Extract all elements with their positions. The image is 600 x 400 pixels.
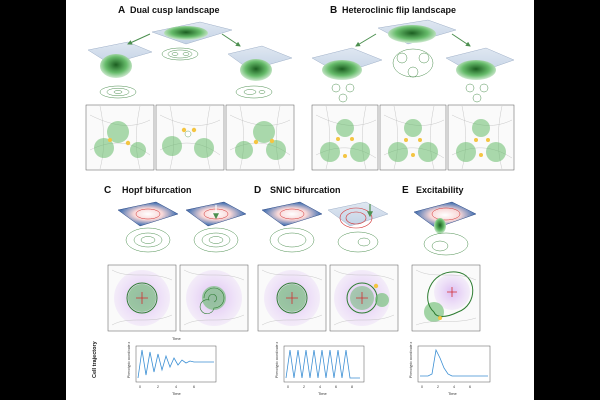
panel-d-x-tick-4: 4 <box>319 385 321 389</box>
panel-a-title: Dual cusp landscape <box>130 5 220 15</box>
panel-c-landscape-1 <box>117 201 179 253</box>
panel-e-x-axis-label: Time <box>448 391 458 396</box>
panel-e-phase-portrait <box>411 264 481 332</box>
panel-c-letter: C <box>104 185 111 196</box>
panel-e-x-tick-6: 6 <box>469 385 471 389</box>
panel-e-y-axis-label: Phenotypic coordinate x <box>409 342 413 378</box>
panel-e-title: Excitability <box>416 185 464 195</box>
panel-b-arrow-right <box>451 33 471 47</box>
panel-c-x-tick-2: 2 <box>157 385 159 389</box>
panel-c-phase-portrait-2 <box>179 264 249 332</box>
panel-e-x-tick-0: 0 <box>421 385 423 389</box>
panel-d-x-tick-0: 0 <box>287 385 289 389</box>
panel-a-letter: A <box>118 5 125 16</box>
panel-c-landscape-2 <box>185 201 247 253</box>
panel-c-y-axis-label: Phenotypic coordinate x <box>127 342 131 378</box>
panel-d-letter: D <box>254 185 261 196</box>
panel-d-x-tick-2: 2 <box>303 385 305 389</box>
panel-a-phase-portrait-3 <box>225 104 295 171</box>
panel-a: A Dual cusp landscape <box>85 5 295 171</box>
panel-d-y-axis-label: Phenotypic coordinate x <box>275 342 279 378</box>
panel-a-phase-portrait-1 <box>85 104 155 171</box>
panel-b-landscape-center <box>377 19 457 78</box>
panel-e-landscape <box>413 201 477 256</box>
panel-b-landscape-left <box>311 47 383 103</box>
panel-c-title: Hopf bifurcation <box>122 185 192 195</box>
panel-a-landscape-center <box>151 21 233 61</box>
panel-b-phase-portrait-3 <box>447 104 515 171</box>
panel-e-trajectory-plot: Phenotypic coordinate x 0 2 4 6 Time <box>409 342 491 396</box>
panel-d: D SNIC bifurcation <box>254 185 399 396</box>
panel-d-trajectory-line <box>285 349 360 379</box>
panel-c-trajectory-plot: Phenotypic coordinate x 0 2 4 6 Time <box>127 342 217 396</box>
panel-e: E Excitability Phenotypic coordinate x 0… <box>402 185 491 396</box>
panel-d-trajectory-plot: Phenotypic coordinate x 0 2 4 6 8 Time <box>275 342 365 396</box>
panel-b: B Heteroclinic flip landscape <box>311 5 515 171</box>
panel-d-phase-portrait-2 <box>329 264 399 332</box>
panel-d-landscape-1 <box>261 201 323 253</box>
panel-c-time-label: Time <box>172 336 182 341</box>
panel-d-title: SNIC bifurcation <box>270 185 341 195</box>
panel-e-x-tick-2: 2 <box>437 385 439 389</box>
panel-d-phase-portrait-1 <box>257 264 327 332</box>
panel-c-x-tick-0: 0 <box>139 385 141 389</box>
panel-c-phase-portrait-1 <box>107 264 177 332</box>
panel-a-phase-portrait-2 <box>155 104 225 171</box>
panel-d-x-tick-6: 6 <box>335 385 337 389</box>
panel-e-letter: E <box>402 185 409 196</box>
panel-d-x-axis-label: Time <box>318 391 328 396</box>
panel-b-letter: B <box>330 5 337 16</box>
cell-trajectory-row-label: Cell trajectory <box>92 340 98 378</box>
panel-b-arrow-left <box>355 33 377 47</box>
panel-b-title: Heteroclinic flip landscape <box>342 5 456 15</box>
panel-c-x-tick-6: 6 <box>193 385 195 389</box>
panel-c-x-tick-4: 4 <box>175 385 177 389</box>
panel-d-landscape-2 <box>327 201 389 253</box>
panel-e-trajectory-line <box>420 348 488 377</box>
panel-d-x-tick-8: 8 <box>351 385 353 389</box>
panel-e-x-tick-4: 4 <box>453 385 455 389</box>
panel-b-phase-portrait-2 <box>379 104 447 171</box>
panel-a-arrow-right <box>221 33 241 47</box>
panel-a-arrow-left <box>127 33 151 45</box>
panel-a-landscape-left <box>87 41 153 99</box>
panel-c-x-axis-label: Time <box>172 391 182 396</box>
panel-b-phase-portrait-1 <box>311 104 379 171</box>
panel-b-landscape-right <box>445 47 515 103</box>
panel-c-trajectory-line <box>137 349 214 379</box>
panel-c: C Hopf bifurcation <box>92 185 249 396</box>
figure-background <box>66 0 534 400</box>
panel-a-landscape-right <box>227 45 293 99</box>
